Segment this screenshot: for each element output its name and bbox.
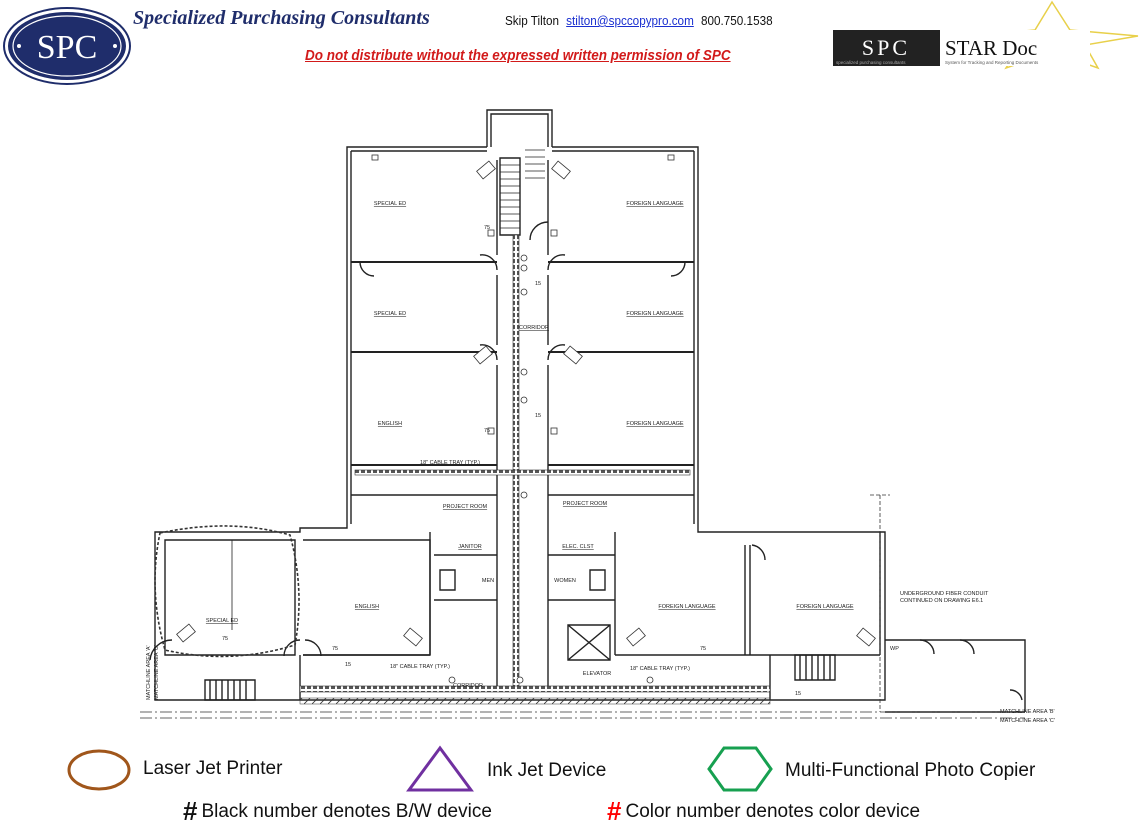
walls (149, 109, 1026, 713)
fiber-note: CONTINUED ON DRAWING E6.1 (900, 598, 983, 604)
color-note-text: Color number denotes color device (625, 801, 921, 822)
revision-cloud (154, 525, 300, 658)
room-label: SPECIAL ED (374, 201, 406, 207)
matchline (140, 711, 1025, 719)
room-label: FOREIGN LANGUAGE (658, 604, 715, 610)
contact-email-link[interactable]: stilton@spccopypro.com (566, 13, 694, 28)
device-number: 75 (700, 646, 706, 652)
room-label: FOREIGN LANGUAGE (796, 604, 853, 610)
hatched-band (299, 697, 771, 705)
star-doc-logo: SPC STAR Doc specialized purchasing cons… (833, 0, 1139, 70)
wp-label: WP (890, 646, 899, 652)
legend-bw-note: #Black number denotes B/W device (183, 796, 492, 827)
device-number: 75 (484, 428, 490, 434)
mfp-symbol-icon (707, 746, 773, 792)
device-number: 75 (332, 646, 338, 652)
stardoc-tagline-right: System for Tracking and Reporting Docume… (945, 60, 1039, 65)
room-label: JANITOR (458, 544, 481, 550)
contact-name: Skip Tilton (505, 13, 559, 28)
legend-mfp-label: Multi-Functional Photo Copier (785, 760, 1036, 781)
room-label: PROJECT ROOM (443, 504, 488, 510)
room-label: WOMEN (554, 578, 576, 584)
room-label: FOREIGN LANGUAGE (626, 201, 683, 207)
contact-info: Skip Tilton stilton@spccopypro.com 800.750… (505, 13, 773, 28)
device-number: 15 (535, 413, 541, 419)
device-number: 15 (345, 662, 351, 668)
device-number: 75 (222, 636, 228, 642)
spc-logo: SPC (3, 7, 131, 85)
inkjet-symbol-icon (406, 745, 474, 792)
legend-color-note: #Color number denotes color device (607, 796, 920, 827)
contact-phone: 800.750.1538 (701, 13, 773, 28)
floor-plan: SPECIAL ED SPECIAL ED ENGLISH FOREIGN LA… (140, 109, 1055, 724)
device-number: 75 (484, 225, 490, 231)
matchline-label: MATCHLINE AREA 'B' (1000, 709, 1055, 715)
cable-tray-north (354, 469, 691, 476)
room-label: CORRIDOR (453, 683, 483, 689)
room-label: ENGLISH (355, 604, 379, 610)
room-label: SPECIAL ED (206, 618, 238, 624)
legend-inkjet-label: Ink Jet Device (487, 760, 607, 781)
bw-note-text: Black number denotes B/W device (201, 801, 492, 822)
stardoc-tagline-left: specialized purchasing consultants (836, 60, 906, 65)
stardoc-left-text: SPC (862, 35, 910, 60)
distribution-warning: Do not distribute without the expressed … (305, 48, 731, 64)
cable-tray-vertical (512, 234, 520, 691)
company-name: Specialized Purchasing Consultants (133, 7, 430, 29)
logo-text: SPC (37, 29, 98, 66)
cable-tray-note: 18" CABLE TRAY (TYP.) (420, 460, 480, 466)
matchline-label: MATCHLINE AREA 'C' (154, 645, 160, 700)
room-label: FOREIGN LANGUAGE (626, 421, 683, 427)
laser-printer-symbol-icon (67, 749, 131, 791)
fiber-note: UNDERGROUND FIBER CONDUIT (900, 591, 989, 597)
cable-tray-note: 18" CABLE TRAY (TYP.) (390, 664, 450, 670)
room-label: ENGLISH (378, 421, 402, 427)
room-label: SPECIAL ED (374, 311, 406, 317)
room-label: ELEC. CLST (562, 544, 594, 550)
room-label: CORRIDOR (519, 325, 549, 331)
cable-tray-south (299, 685, 771, 693)
stardoc-right-text: STAR Doc (945, 36, 1037, 60)
room-label: PROJECT ROOM (563, 501, 608, 507)
room-label: ELEVATOR (583, 671, 611, 677)
color-hash-icon: # (607, 796, 622, 826)
legend-laser-label: Laser Jet Printer (143, 758, 283, 779)
matchline-label: MATCHLINE AREA 'C' (1000, 718, 1055, 724)
bw-hash-icon: # (183, 796, 198, 826)
room-label: MEN (482, 578, 494, 584)
room-label: FOREIGN LANGUAGE (626, 311, 683, 317)
matchline-label: MATCHLINE AREA 'A' (146, 645, 152, 700)
cable-tray-note: 18" CABLE TRAY (TYP.) (630, 666, 690, 672)
fiber-conduit-line (870, 494, 890, 712)
device-number: 15 (795, 691, 801, 697)
device-symbols (176, 154, 876, 684)
device-number: 15 (535, 281, 541, 287)
